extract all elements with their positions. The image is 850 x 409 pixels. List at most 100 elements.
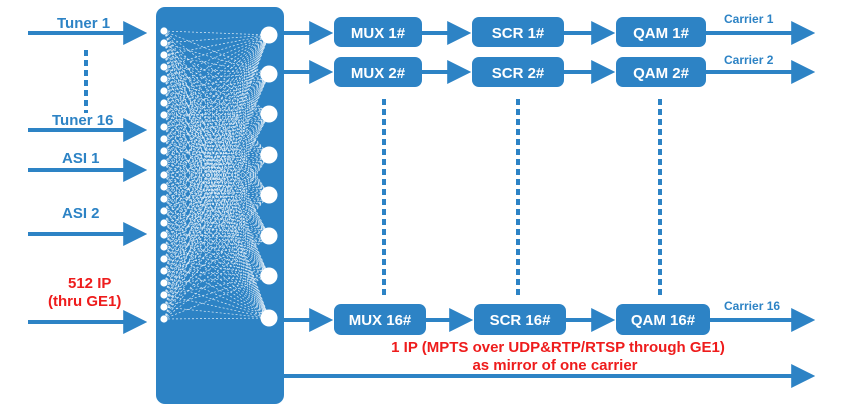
matrix-connection-line <box>163 73 270 140</box>
mux-2-box <box>334 57 422 87</box>
matrix-connection-line <box>163 73 270 284</box>
matrix-connection-line <box>163 194 270 320</box>
matrix-cross-connections <box>163 30 270 320</box>
matrix-connection-line <box>163 34 270 260</box>
row-2: MUX 2# SCR 2# QAM 2# Carrier 2 <box>334 53 816 87</box>
matrix-connection-line <box>163 222 270 319</box>
matrix-connection-line <box>163 73 270 320</box>
matrix-input-port <box>160 303 168 311</box>
matrix-connection-line <box>163 194 270 212</box>
matrix-input-port <box>160 51 168 59</box>
matrix-input-port <box>160 315 168 323</box>
matrix-input-port <box>160 171 168 179</box>
mux-16-label: MUX 16# <box>349 312 412 329</box>
mux-1-box <box>334 17 422 47</box>
matrix-connection-line <box>163 235 270 308</box>
matrix-connection-line <box>163 113 270 164</box>
matrix-connection-line <box>163 174 270 277</box>
carrier-1-label: Carrier 1 <box>724 12 774 26</box>
matrix-connection-line <box>163 30 270 36</box>
scr-2-label: SCR 2# <box>492 65 545 82</box>
matrix-output-port <box>260 227 278 245</box>
matrix-input-port <box>160 39 168 47</box>
matrix-input-port <box>160 195 168 203</box>
matrix-output-port <box>260 105 278 123</box>
matrix-input-port <box>160 147 168 155</box>
mirror-label-line1: 1 IP (MPTS over UDP&RTP/RTSP through GE1… <box>391 339 725 356</box>
mux-1-label: MUX 1# <box>351 25 406 42</box>
matrix-connection-line <box>163 235 270 248</box>
matrix-connection-line <box>163 73 270 200</box>
matrix-connection-line <box>163 73 270 152</box>
matrix-connection-line <box>163 113 270 140</box>
matrix-connection-line <box>163 113 270 152</box>
matrix-connection-line <box>163 150 270 319</box>
matrix-connection-line <box>163 113 270 236</box>
matrix-input-port <box>160 135 168 143</box>
matrix-connection-line <box>163 34 270 80</box>
matrix-output-port <box>260 267 278 285</box>
matrix-connection-line <box>163 34 270 140</box>
matrix-input-port <box>160 231 168 239</box>
matrix-output-port <box>260 65 278 83</box>
matrix-connection-line <box>163 102 270 156</box>
matrix-connection-line <box>163 138 270 319</box>
matrix-connection-line <box>163 66 270 196</box>
matrix-connection-line <box>163 113 270 296</box>
matrix-connection-line <box>163 150 270 196</box>
matrix-connection-line <box>163 42 270 277</box>
matrix-input-port <box>160 291 168 299</box>
qam-2-box <box>616 57 706 87</box>
matrix-connection-line <box>163 113 270 308</box>
matrix-connection-line <box>163 162 270 319</box>
matrix-input-port <box>160 255 168 263</box>
matrix-input-port <box>160 27 168 35</box>
matrix-connection-line <box>163 113 270 176</box>
matrix-connection-line <box>163 113 270 272</box>
row-16: MUX 16# SCR 16# QAM 16# Carrier 16 <box>334 299 816 335</box>
matrix-connection-line <box>163 73 270 164</box>
matrix-connection-line <box>163 186 270 237</box>
matrix-connection-line <box>163 154 270 164</box>
matrix-connection-line <box>163 235 270 284</box>
matrix-connection-line <box>163 113 270 284</box>
matrix-connection-line <box>163 194 270 236</box>
matrix-connection-line <box>163 186 270 277</box>
matrix-connection-line <box>163 42 270 156</box>
matrix-connection-line <box>163 174 270 237</box>
matrix-input-port <box>160 75 168 83</box>
matrix-connection-line <box>163 73 270 236</box>
matrix-connection-line <box>163 73 270 92</box>
matrix-connection-line <box>163 198 270 319</box>
mirror-label-line2: as mirror of one carrier <box>472 357 637 374</box>
qam-1-box <box>616 17 706 47</box>
mux-2-label: MUX 2# <box>351 65 406 82</box>
tuner-last-label: Tuner 16 <box>52 112 113 129</box>
matrix-connection-line <box>163 73 270 176</box>
matrix-input-port <box>160 99 168 107</box>
matrix-connection-line <box>163 34 270 44</box>
matrix-connection-line <box>163 73 270 260</box>
matrix-input-ports <box>160 27 168 323</box>
matrix-connection-line <box>163 66 270 115</box>
matrix-output-ports <box>260 26 278 327</box>
matrix-connection-line <box>163 73 270 116</box>
matrix-connection-line <box>163 114 270 237</box>
matrix-output-port <box>260 26 278 44</box>
matrix-connection-line <box>163 34 270 56</box>
matrix-connection-line <box>163 34 270 320</box>
column-dotted-connectors <box>382 99 662 296</box>
matrix-input-port <box>160 267 168 275</box>
matrix-connection-line <box>163 113 270 224</box>
matrix-connection-line <box>163 34 270 176</box>
matrix-connection-line <box>163 174 270 319</box>
matrix-input-port <box>160 87 168 95</box>
matrix-connection-line <box>163 306 270 319</box>
matrix-connection-line <box>163 235 270 296</box>
matrix-connection-line <box>163 78 270 115</box>
matrix-connection-line <box>163 154 270 320</box>
matrix-connection-line <box>163 34 270 308</box>
matrix-connection-line <box>163 34 270 188</box>
matrix-connection-line <box>163 162 270 277</box>
